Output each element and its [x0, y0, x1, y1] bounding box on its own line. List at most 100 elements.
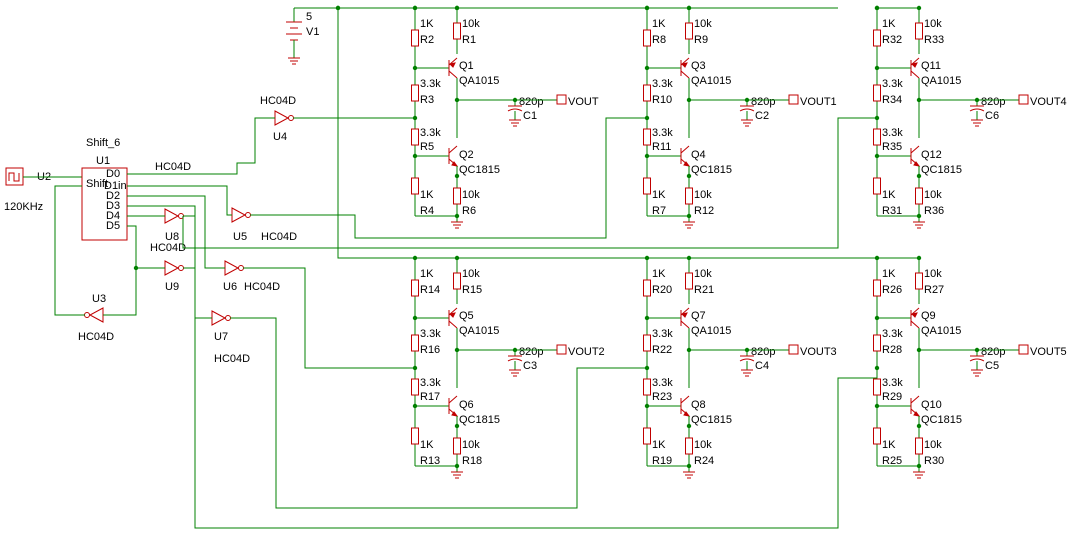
- stage-4-r-val-label: 1K: [652, 439, 666, 451]
- stage-5-r-ref-label: R30: [924, 455, 944, 467]
- stage-0-r-val-label: 10k: [462, 189, 480, 201]
- stage-5-q10-transistor: [910, 395, 921, 417]
- stage-1-r-ref-label: R11: [652, 141, 671, 153]
- stage-3-r-val-label: 3.3k: [420, 328, 441, 340]
- stage-3-output-port: [556, 344, 567, 355]
- stage-4-output-label: VOUT3: [800, 346, 837, 358]
- clock-freq-label: 120KHz: [4, 201, 43, 213]
- stage-2-q-ref-label: Q11: [921, 60, 941, 72]
- wire: [337, 8, 877, 259]
- stage-4-q-type-label: QC1815: [691, 414, 732, 426]
- pnp-arrow: [448, 62, 456, 68]
- stage-3-r-ref-label: R18: [462, 455, 482, 467]
- stage-4-output-port: [788, 344, 799, 355]
- stage-5-r25-resistor: [873, 427, 881, 445]
- stage-5-q-ref-label: Q10: [921, 399, 942, 411]
- pnp-arrow: [910, 312, 918, 318]
- u3-ref-label: U3: [92, 293, 106, 305]
- u5-inverter: [231, 207, 251, 223]
- stage-2-r-ref-label: R32: [882, 34, 902, 46]
- wire: [182, 117, 877, 249]
- stage-4-r-ref-label: R24: [694, 455, 714, 467]
- stage-5-r30-resistor: [915, 437, 923, 455]
- stage-1-r-ref-label: R8: [652, 34, 666, 46]
- stage-5-q9-transistor: [910, 307, 920, 329]
- inverter-bubble: [178, 265, 184, 271]
- stage-0-r-ref-label: R6: [462, 205, 476, 217]
- stage-1-r12-resistor: [685, 187, 693, 205]
- npn-arrow: [451, 161, 459, 167]
- stage-1-r-val-label: 3.3k: [652, 127, 673, 139]
- stage-5-q-type-label: QA1015: [921, 325, 961, 337]
- stage-1-q-type-label: QA1015: [691, 75, 731, 87]
- v1-ref-label: V1: [306, 26, 319, 38]
- stage-2-q-type-label: QA1015: [921, 75, 961, 87]
- npn-arrow: [913, 411, 921, 417]
- wire: [127, 195, 225, 269]
- wire: [127, 205, 212, 319]
- transistor-lead: [680, 145, 690, 154]
- shift-pin-label-2: D2: [106, 190, 120, 202]
- stage-0-r-val-label: 1K: [420, 18, 434, 30]
- stage-2-r33-resistor: [915, 22, 923, 40]
- stage-0-cap-ref-label: C1: [523, 110, 537, 122]
- stage-2-r34-resistor: [873, 84, 881, 102]
- stage-1-r-ref-label: R9: [694, 34, 708, 46]
- stage-5-r-val-label: 3.3k: [882, 328, 903, 340]
- stage-5-r26-resistor: [873, 279, 881, 297]
- stage-1-output-label: VOUT1: [800, 96, 837, 108]
- stage-5-r29-resistor: [873, 378, 881, 396]
- pnp-arrow: [910, 62, 918, 68]
- ground-symbol: [741, 119, 753, 127]
- stage-4-r-val-label: 10k: [694, 439, 712, 451]
- stage-3-r16-resistor: [411, 334, 419, 352]
- shift-pin-label-5: D5: [106, 220, 120, 232]
- stage-4-cap-val-label: 820p: [751, 346, 775, 358]
- u7-type-label: HC04D: [214, 353, 250, 365]
- stage-5-r-ref-label: R26: [882, 284, 902, 296]
- stage-1-r7-resistor: [643, 177, 651, 195]
- shift-pin-label-4: D4: [106, 210, 120, 222]
- ground-symbol: [509, 119, 521, 127]
- ground-symbol: [683, 221, 695, 229]
- pnp-arrow: [680, 62, 688, 68]
- pnp-arrow: [680, 312, 688, 318]
- stage-0-r-ref-label: R4: [420, 205, 434, 217]
- ground-symbol: [913, 471, 925, 479]
- ground-symbol: [509, 369, 521, 377]
- inverter-bubble: [84, 312, 90, 318]
- shift-register-block: [81, 167, 128, 241]
- u7-inverter: [211, 310, 231, 326]
- stage-1-r-val-label: 1K: [652, 189, 666, 201]
- stage-4-q7-transistor: [680, 307, 690, 329]
- battery-v1: [286, 21, 302, 41]
- stage-3-r14-resistor: [411, 279, 419, 297]
- stage-0-q2-transistor: [448, 145, 459, 167]
- stage-2-output-port: [1018, 94, 1029, 105]
- u3-inverter: [84, 307, 104, 323]
- stage-1-r9-resistor: [685, 22, 693, 40]
- inverter-body: [164, 208, 180, 224]
- npn-arrow: [683, 161, 691, 167]
- stage-1-r-ref-label: R10: [652, 94, 672, 106]
- stage-4-q-ref-label: Q8: [691, 399, 706, 411]
- stage-2-r-ref-label: R35: [882, 141, 902, 153]
- stage-5-output-port: [1018, 344, 1029, 355]
- stage-2-r-val-label: 1K: [882, 18, 896, 30]
- ground-symbol: [971, 369, 983, 377]
- stage-2-q-type-label: QC1815: [921, 164, 962, 176]
- v1-value-label: 5: [306, 11, 312, 23]
- stage-1-r-val-label: 10k: [694, 18, 712, 30]
- inverter-body: [274, 110, 290, 126]
- u9-inverter: [164, 260, 184, 276]
- u3-type-label: HC04D: [78, 331, 114, 343]
- wire: [127, 185, 232, 216]
- stage-2-r-ref-label: R33: [924, 34, 944, 46]
- shift-pin-label-0: D0: [106, 168, 120, 180]
- stage-0-q-type-label: QA1015: [459, 75, 499, 87]
- stage-0-r-ref-label: R2: [420, 34, 434, 46]
- u7-ref-label: U7: [214, 331, 228, 343]
- stage-5-r-val-label: 1K: [882, 268, 896, 280]
- wire: [127, 117, 275, 175]
- stage-3-r-ref-label: R16: [420, 344, 440, 356]
